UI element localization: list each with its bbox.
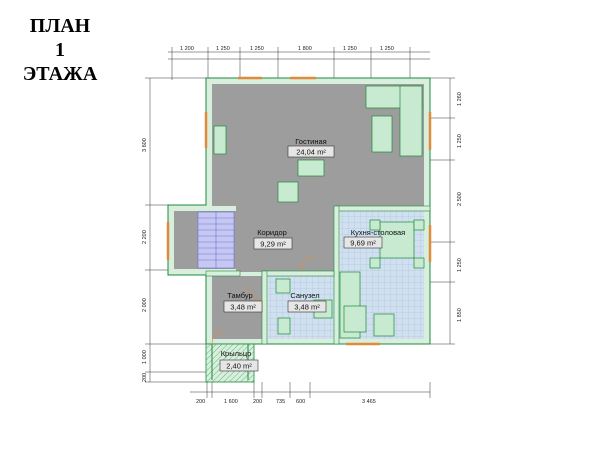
title-line-2: 1 [55,39,65,61]
dimension-lines [145,47,455,398]
tv-unit [213,125,227,155]
wall-vestibule-north [205,270,241,277]
room-living-area-unit: m² [317,148,326,157]
wall-kitchen-west [333,205,340,345]
dim-bottom-1: 200 [196,399,205,405]
room-vestibule-area-unit: m² [247,303,256,312]
title-line-3: ЭТАЖА [22,63,98,85]
room-labels: Гостиная 24,04 m² Коридор 9,29 m² Кухня-… [219,137,405,372]
dim-left-4: 1 000 [142,350,148,364]
chair-living [277,181,299,203]
fridge [373,313,395,337]
room-bathroom-name: Санузел [290,291,319,300]
room-porch-area-box [219,359,259,372]
dim-bottom-3: 200 [253,399,262,405]
windows [166,76,432,346]
dim-right-3: 2 500 [457,192,463,206]
dim-right-4: 1 250 [457,258,463,272]
room-living-area-box [287,145,335,158]
title-line-1: ПЛАН [29,15,91,37]
dim-left-1: 3 600 [142,138,148,152]
room-bathroom-area-value: 3,48 [294,303,309,312]
stove [343,305,367,333]
kitchen-chair-4 [413,257,425,269]
dim-top-5: 1 250 [343,46,357,52]
room-vestibule-area: 3,48 m² [230,303,256,312]
dim-bottom-6: 3 465 [362,399,376,405]
wall-vestibule-east [261,270,268,345]
dim-bottom-2: 1 600 [224,399,238,405]
room-corridor-area-unit: m² [277,240,286,249]
room-porch-name: Крыльцо [221,349,252,358]
dim-top-1: 1 200 [180,46,194,52]
kitchen-chair-2 [413,219,425,231]
room-kitchen-name: Кухня-столовая [351,228,405,237]
room-corridor-area-value: 9,29 [260,240,275,249]
wall-corridor-south [261,270,335,277]
dim-left-3: 2 000 [142,298,148,312]
dim-left-2: 2 200 [142,230,148,244]
plan-title: ПЛАН 1 ЭТАЖА [8,14,112,86]
room-vestibule-name: Тамбур [227,291,252,300]
dim-top-3: 1 250 [250,46,264,52]
room-living-area: 24,04 m² [296,148,326,157]
room-vestibule-area-box [223,300,263,313]
room-porch-area-unit: m² [243,362,252,371]
wall-living-kitchen [335,205,431,212]
dim-top-6: 1 250 [380,46,394,52]
room-porch-area-value: 2,40 [226,362,241,371]
toilet [277,317,291,335]
doors [211,256,315,345]
building [166,76,432,383]
armchair [371,115,393,153]
dim-right-2: 1 250 [457,134,463,148]
room-corridor-area: 9,29 m² [260,240,286,249]
dim-right-1: 1 260 [457,92,463,106]
kitchen-chair-1 [369,219,381,231]
dim-top-4: 1 800 [298,46,312,52]
room-kitchen-area-value: 9,69 [350,239,365,248]
dim-left-5: 200 [142,373,148,382]
sofa-side [399,85,423,157]
dining-table [379,221,415,259]
room-kitchen-area: 9,69 m² [350,239,376,248]
room-kitchen-area-box [343,236,383,249]
dimension-texts: 1 200 1 250 1 250 1 800 1 250 1 250 3 60… [142,46,463,405]
room-bathroom-area-box [287,300,327,313]
room-vestibule-area-value: 3,48 [230,303,245,312]
sink-bath [275,278,291,294]
stairs [197,211,235,269]
dim-bottom-4: 735 [276,399,285,405]
room-corridor-area-box [253,237,293,250]
room-living-area-value: 24,04 [296,148,315,157]
kitchen-chair-3 [369,257,381,269]
dim-top-2: 1 250 [216,46,230,52]
dim-right-5: 1 850 [457,308,463,322]
dim-bottom-5: 600 [296,399,305,405]
room-bathroom-area: 3,48 m² [294,303,320,312]
room-bathroom-area-unit: m² [311,303,320,312]
room-living-name: Гостиная [295,137,326,146]
room-corridor-name: Коридор [257,228,287,237]
coffee-table [297,159,325,177]
room-porch-area: 2,40 m² [226,362,252,371]
room-kitchen-area-unit: m² [367,239,376,248]
